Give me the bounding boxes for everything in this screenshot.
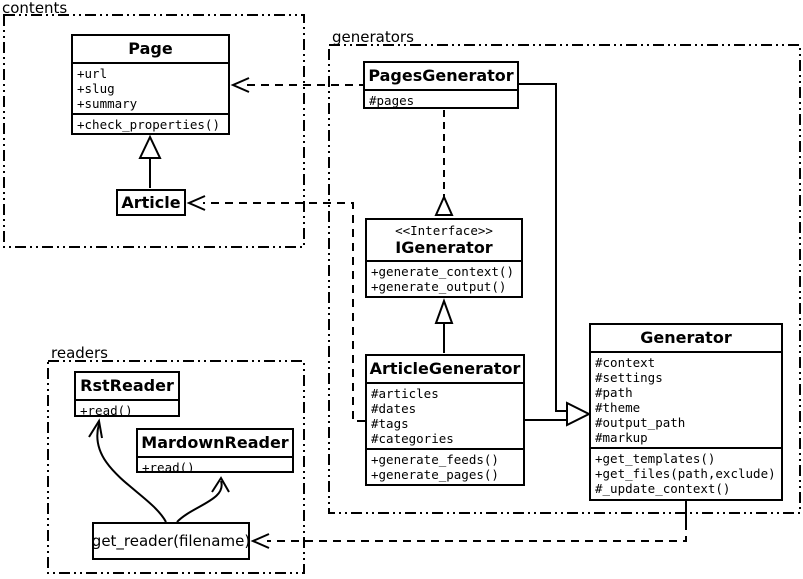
class-page-title: Page [128,39,173,58]
member-row: #context [595,355,656,370]
dependency-arrowhead-getreader [250,533,270,549]
class-rstreader-title: RstReader [80,376,174,395]
member-row: +summary [77,96,138,111]
edge-getreader-to-mardownreader [176,480,223,523]
generalization-triangle-page [138,134,162,159]
class-articlegenerator-attributes: #articles#dates#tags#categories [367,382,523,448]
member-row: +check_properties() [77,117,220,132]
member-row: +generate_pages() [371,467,499,482]
member-row: #tags [371,416,409,431]
member-row: +generate_feeds() [371,452,499,467]
edge-pagesgenerator-to-generator [519,83,567,412]
class-articlegenerator-methods: +generate_feeds()+generate_pages() [367,448,523,484]
member-row: +generate_context() [371,264,514,279]
realization-triangle-igenerator [434,194,454,216]
class-generator-methods: +get_templates()+get_files(path,exclude)… [591,447,781,498]
class-igenerator: <<Interface>> IGenerator +generate_conte… [365,218,523,298]
class-pagesgenerator: PagesGenerator #pages [363,61,519,109]
package-label-contents: contents [2,0,68,17]
class-page-attributes: +url+slug+summary [73,62,228,113]
class-igenerator-methods: +generate_context()+generate_output() [367,260,521,296]
member-row: #path [595,385,633,400]
edge-generator-to-getreader [267,522,687,542]
class-generator: Generator #context#settings#path#theme#o… [589,323,783,501]
package-readers-border [47,360,305,574]
member-row: #_update_context() [595,481,731,496]
class-article-title: Article [121,193,181,212]
edge-articlegenerator-to-article [203,202,365,422]
member-row: +url [77,66,108,81]
class-page-methods: +check_properties() [73,113,228,133]
generalization-triangle-generator [566,401,592,427]
class-pagesgenerator-title: PagesGenerator [368,66,514,85]
class-mardownreader-methods: +read() [138,456,292,473]
class-articlegenerator: ArticleGenerator #articles#dates#tags#ca… [365,354,525,486]
package-contents-border [3,14,305,248]
package-generators-border [328,44,801,514]
member-row: #markup [595,430,648,445]
class-articlegenerator-title: ArticleGenerator [369,359,521,378]
member-row: +read() [142,460,195,473]
class-mardownreader-title: MardownReader [141,433,289,452]
class-rstreader-methods: +read() [76,399,178,417]
class-mardownreader: MardownReader +read() [136,428,294,473]
function-get-reader-label: get_reader(filename) [92,532,250,550]
dependency-arrowhead-article [186,195,206,211]
package-label-generators: generators [332,28,414,46]
edge-getreader-to-rstreader [96,423,167,523]
arrowhead-rstreader [88,418,103,439]
member-row: #pages [369,93,415,108]
class-pagesgenerator-attributes: #pages [365,89,517,108]
generalization-triangle-igenerator [434,298,454,324]
function-get-reader: get_reader(filename) [92,522,250,560]
member-row: #articles [371,386,439,401]
class-generator-title: Generator [640,328,732,347]
member-row: #output_path [595,415,686,430]
member-row: +slug [77,81,115,96]
member-row: +generate_output() [371,279,507,294]
member-row: #categories [371,431,454,446]
member-row: #theme [595,400,641,415]
member-row: +get_templates() [595,451,716,466]
class-igenerator-title: IGenerator [395,238,493,257]
class-article: Article [116,189,186,216]
class-igenerator-stereotype: <<Interface>> [395,223,493,238]
member-row: #dates [371,401,417,416]
arrowhead-mardownreader [211,476,230,493]
class-page: Page +url+slug+summary +check_properties… [71,34,230,135]
member-row: #settings [595,370,663,385]
class-rstreader: RstReader +read() [74,371,180,417]
class-generator-attributes: #context#settings#path#theme#output_path… [591,351,781,447]
dependency-arrowhead-page [230,77,250,93]
member-row: +read() [80,403,133,417]
package-label-readers: readers [51,344,108,362]
member-row: +get_files(path,exclude) [595,466,776,481]
